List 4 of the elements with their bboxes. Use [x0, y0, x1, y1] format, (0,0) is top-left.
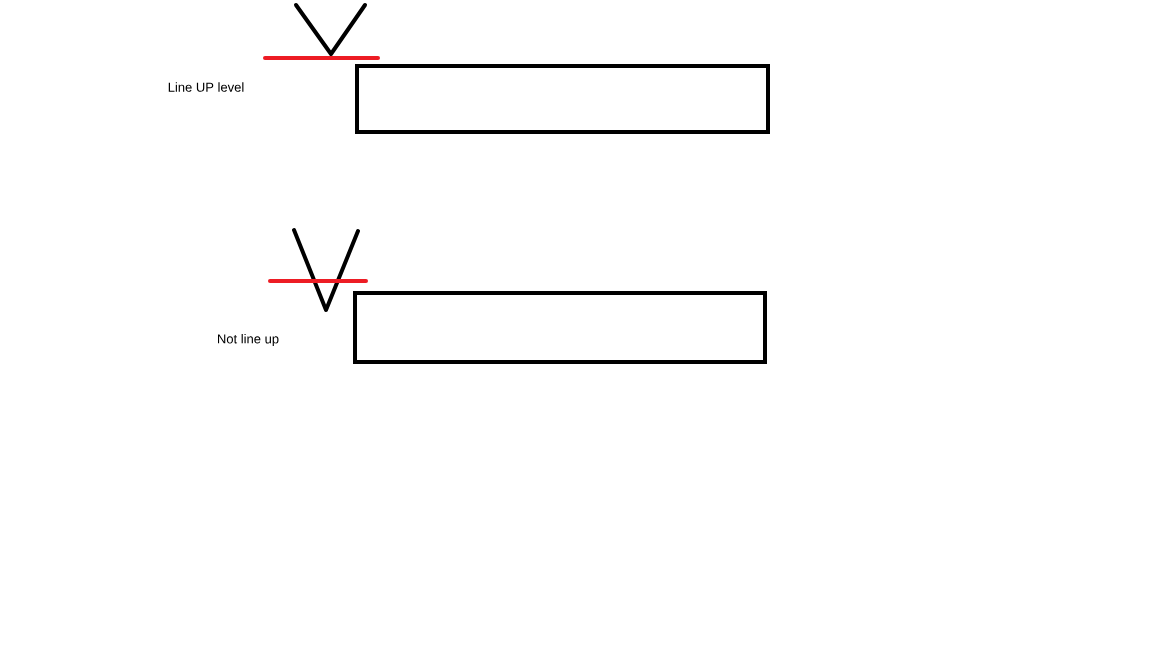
empty-box — [353, 291, 767, 364]
empty-box — [355, 64, 770, 134]
label-text: Not line up — [218, 333, 279, 347]
label-text: Line UP level — [168, 82, 244, 92]
